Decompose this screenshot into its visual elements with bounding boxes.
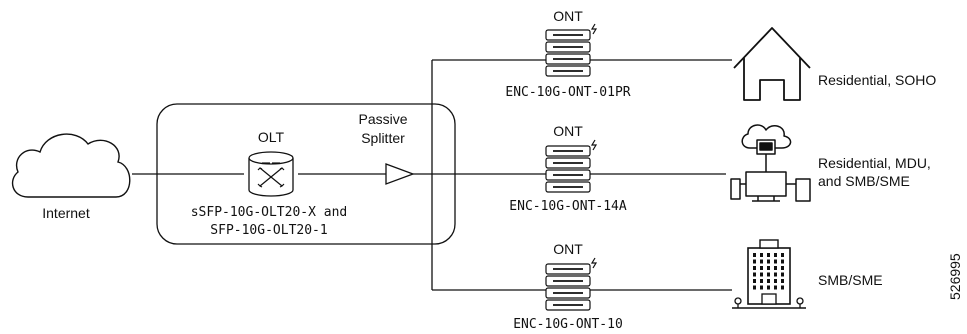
residential-network-icon <box>730 124 811 202</box>
ont-model-2: ENC-10G-ONT-14A <box>509 199 627 214</box>
figure-id: 526995 <box>947 253 963 300</box>
building-window <box>767 253 770 257</box>
building-window <box>760 272 763 277</box>
splitter-label-line2: Splitter <box>361 130 405 146</box>
building-window <box>774 253 777 257</box>
building-window <box>767 279 770 283</box>
building-window <box>781 272 784 277</box>
ont-label-2: ONT <box>553 123 583 139</box>
olt-group-box <box>156 103 456 245</box>
building-window <box>774 272 777 277</box>
connection-lines <box>132 59 732 291</box>
ont-label-3: ONT <box>553 241 583 257</box>
building-window <box>774 266 777 270</box>
building-window <box>781 259 784 264</box>
building-window <box>781 266 784 270</box>
building-window <box>774 285 777 290</box>
building-window <box>767 285 770 290</box>
building-window <box>781 253 784 257</box>
building-window <box>760 279 763 283</box>
ont-device-icon <box>545 139 598 193</box>
building-window <box>753 272 756 277</box>
building-window <box>753 279 756 283</box>
internet-label: Internet <box>42 205 90 221</box>
olt-part-line1: sSFP-10G-OLT20-X and <box>191 205 348 220</box>
building-window <box>767 266 770 270</box>
destination-1-line1: Residential, SOHO <box>818 72 936 88</box>
building-window <box>753 285 756 290</box>
ont-device-icon <box>545 257 598 311</box>
splitter-label-line1: Passive <box>358 111 407 127</box>
ont-model-3: ENC-10G-ONT-10 <box>513 317 623 332</box>
building-window <box>753 259 756 264</box>
internet-cloud-icon <box>11 133 131 198</box>
building-window <box>774 259 777 264</box>
splitter-triangle-icon <box>385 163 415 185</box>
building-window <box>774 279 777 283</box>
olt-label: OLT <box>258 129 285 145</box>
ont-device-icon <box>545 23 598 77</box>
building-window <box>760 259 763 264</box>
building-window <box>760 253 763 257</box>
building-window <box>760 285 763 290</box>
building-window <box>760 266 763 270</box>
building-window <box>781 279 784 283</box>
ont-label-1: ONT <box>553 8 583 24</box>
destination-3-line1: SMB/SME <box>818 272 883 288</box>
building-windows <box>753 253 784 290</box>
building-window <box>753 253 756 257</box>
building-window <box>753 266 756 270</box>
destination-2-line1: Residential, MDU, <box>818 155 931 171</box>
building-window <box>767 272 770 277</box>
olt-part-line2: SFP-10G-OLT20-1 <box>210 223 327 238</box>
olt-switch-icon <box>248 151 294 197</box>
ont-model-1: ENC-10G-ONT-01PR <box>505 85 630 100</box>
building-window <box>767 259 770 264</box>
house-icon <box>733 27 811 101</box>
destination-2-line2: and SMB/SME <box>818 173 910 189</box>
building-window <box>781 285 784 290</box>
office-building-icon <box>732 239 806 309</box>
